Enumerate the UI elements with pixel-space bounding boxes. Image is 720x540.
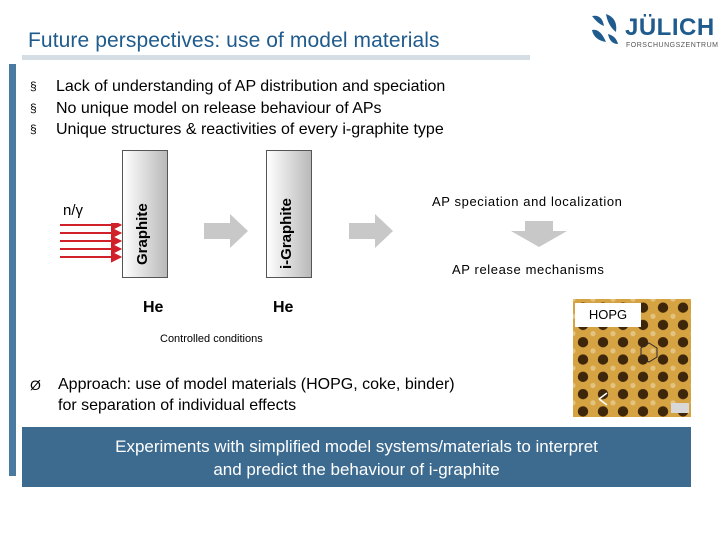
arrow-right-icon bbox=[204, 214, 248, 248]
graphite-label: Graphite bbox=[134, 203, 151, 265]
radiation-label: n/γ bbox=[63, 202, 84, 219]
banner-line-2: and predict the behaviour of i-graphite bbox=[213, 460, 500, 479]
i-graphite-box: i-Graphite bbox=[266, 150, 312, 278]
ap-speciation-label: AP speciation and localization bbox=[432, 194, 623, 209]
radiation-arrows-icon bbox=[60, 223, 122, 263]
hopg-micrograph: HOPG bbox=[573, 299, 691, 417]
page-title: Future perspectives: use of model materi… bbox=[28, 29, 440, 52]
juelich-logo-icon bbox=[592, 14, 618, 44]
approach-text: Approach: use of model materials (HOPG, … bbox=[58, 375, 455, 416]
graphite-box: Graphite bbox=[122, 150, 168, 278]
bullet-text: Lack of understanding of AP distribution… bbox=[56, 78, 446, 95]
bullet-text: No unique model on release behaviour of … bbox=[56, 99, 382, 117]
approach-line-1: Approach: use of model materials (HOPG, … bbox=[58, 376, 455, 393]
helium-label: He bbox=[143, 299, 164, 316]
bullet-item: § Lack of understanding of AP distributio… bbox=[30, 76, 445, 98]
arrow-right-icon bbox=[349, 214, 393, 248]
helium-label: He bbox=[273, 299, 294, 316]
bullet-marker: § bbox=[30, 100, 37, 115]
arrow-bullet-icon: Ø bbox=[30, 377, 41, 393]
logo-subtitle: FORSCHUNGSZENTRUM bbox=[626, 42, 719, 49]
banner-line-1: Experiments with simplified model system… bbox=[115, 437, 598, 456]
bullet-item: § No unique model on release behaviour of… bbox=[30, 98, 445, 120]
i-graphite-label: i-Graphite bbox=[278, 198, 295, 269]
left-accent-bar bbox=[9, 64, 16, 476]
arrow-down-icon bbox=[511, 221, 567, 247]
ap-release-label: AP release mechanisms bbox=[452, 262, 605, 277]
hopg-label: HOPG bbox=[575, 303, 641, 327]
conclusion-banner: Experiments with simplified model system… bbox=[22, 427, 691, 487]
bullet-marker: § bbox=[30, 122, 37, 136]
bullet-item: § Unique structures & reactivities of eve… bbox=[30, 119, 445, 141]
bullet-list: § Lack of understanding of AP distributio… bbox=[30, 76, 445, 141]
title-underline bbox=[22, 55, 530, 60]
juelich-logo: JÜLICH FORSCHUNGSZENTRUM bbox=[588, 10, 718, 52]
approach-line-2: for separation of individual effects bbox=[58, 396, 297, 414]
controlled-conditions-label: Controlled conditions bbox=[160, 333, 263, 345]
bullet-marker: § bbox=[30, 79, 37, 93]
bullet-text: Unique structures & reactivities of ever… bbox=[56, 121, 444, 138]
logo-name: JÜLICH bbox=[625, 14, 715, 41]
